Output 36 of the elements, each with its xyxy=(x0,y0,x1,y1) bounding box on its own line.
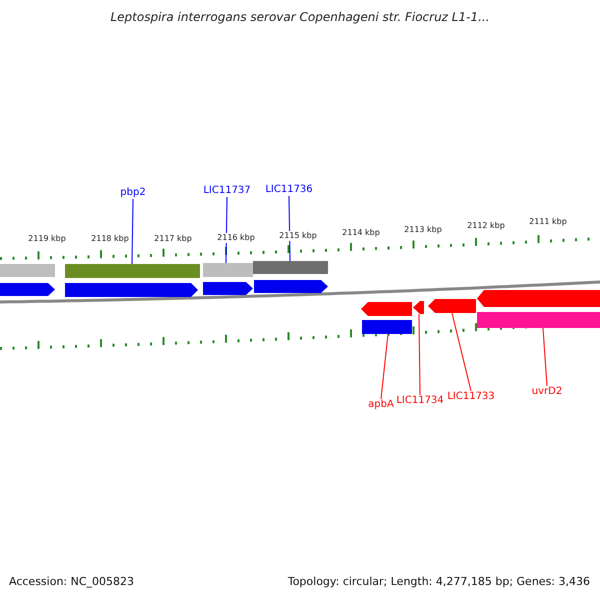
gene-bar xyxy=(362,320,412,334)
gene-feature xyxy=(0,283,55,296)
scale-label: 2114 kbp xyxy=(341,228,381,238)
scale-label: 2118 kbp xyxy=(90,234,130,244)
scale-label: 2113 kbp xyxy=(403,225,443,235)
gene-label: LIC11734 xyxy=(396,396,444,406)
gene-label: apbA xyxy=(368,400,394,410)
scale-label: 2111 kbp xyxy=(528,217,568,227)
gene-feature xyxy=(477,290,600,307)
gene-label: LIC11736 xyxy=(265,185,313,195)
gene-bar xyxy=(65,264,200,278)
footer-text: Topology: circular; Length: 4,277,185 bp; Genes: 3,436 xyxy=(288,576,590,587)
gene-feature xyxy=(254,280,328,293)
gene-bar xyxy=(253,261,328,274)
scale-label: 2117 kbp xyxy=(153,234,193,244)
leader-line xyxy=(132,198,134,264)
scale-label: 2116 kbp xyxy=(216,233,256,243)
gene-label: uvrD2 xyxy=(532,387,562,397)
footer-text: Accession: NC_005823 xyxy=(9,576,134,587)
gene-label: LIC11737 xyxy=(203,186,251,196)
gene-label: LIC11733 xyxy=(447,392,495,402)
gene-feature xyxy=(203,282,253,295)
scale-label: 2119 kbp xyxy=(27,234,67,244)
leader-line xyxy=(452,312,472,392)
gene-bar xyxy=(203,263,253,277)
leader-line xyxy=(418,314,420,396)
scale-label: 2112 kbp xyxy=(466,221,506,231)
gene-feature xyxy=(65,283,198,297)
gene-bar xyxy=(0,264,55,277)
leader-line xyxy=(542,328,548,386)
gene-feature xyxy=(428,299,476,313)
gene-bar xyxy=(477,312,600,328)
leader-line xyxy=(380,334,388,400)
scale-label: 2115 kbp xyxy=(278,231,318,241)
title: Leptospira interrogans serovar Copenhageni str. Fiocruz L1-1... xyxy=(110,11,490,23)
gene-label: pbp2 xyxy=(120,188,146,198)
